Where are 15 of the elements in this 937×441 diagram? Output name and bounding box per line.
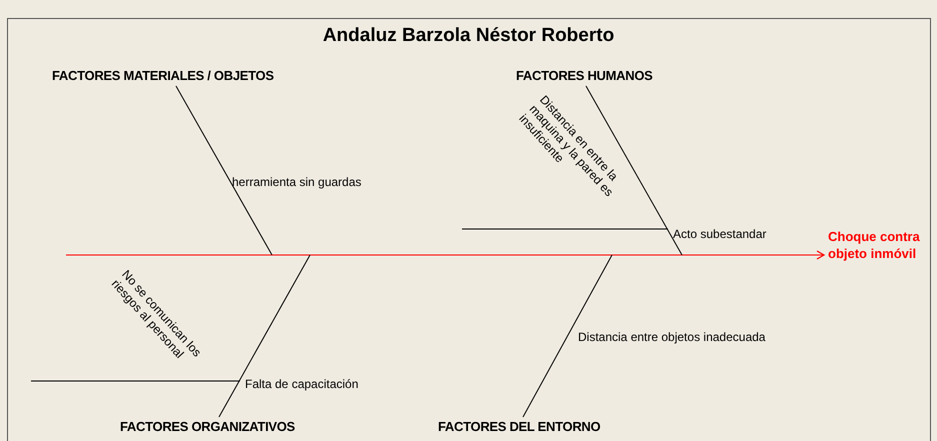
cause-label: Falta de capacitación — [245, 376, 358, 393]
category-heading: FACTORES HUMANOS — [516, 66, 653, 84]
bone-line — [586, 86, 682, 256]
category-heading: FACTORES MATERIALES / OBJETOS — [52, 66, 274, 84]
diagram-title: Andaluz Barzola Néstor Roberto — [322, 24, 614, 48]
cause-label: herramienta sin guardas — [232, 174, 362, 191]
cause-label: Distancia entre objetos inadecuada — [578, 329, 766, 346]
bone-line — [176, 86, 272, 256]
category-heading: FACTORES DEL ENTORNO — [438, 417, 600, 435]
category-heading: FACTORES ORGANIZATIVOS — [120, 417, 295, 435]
spine-arrow — [66, 250, 825, 260]
effect-label: Choque contra objeto inmóvil — [828, 228, 928, 262]
bone-line — [522, 254, 612, 418]
cause-label: Acto subestandar — [673, 226, 766, 243]
bone-line — [218, 254, 310, 418]
